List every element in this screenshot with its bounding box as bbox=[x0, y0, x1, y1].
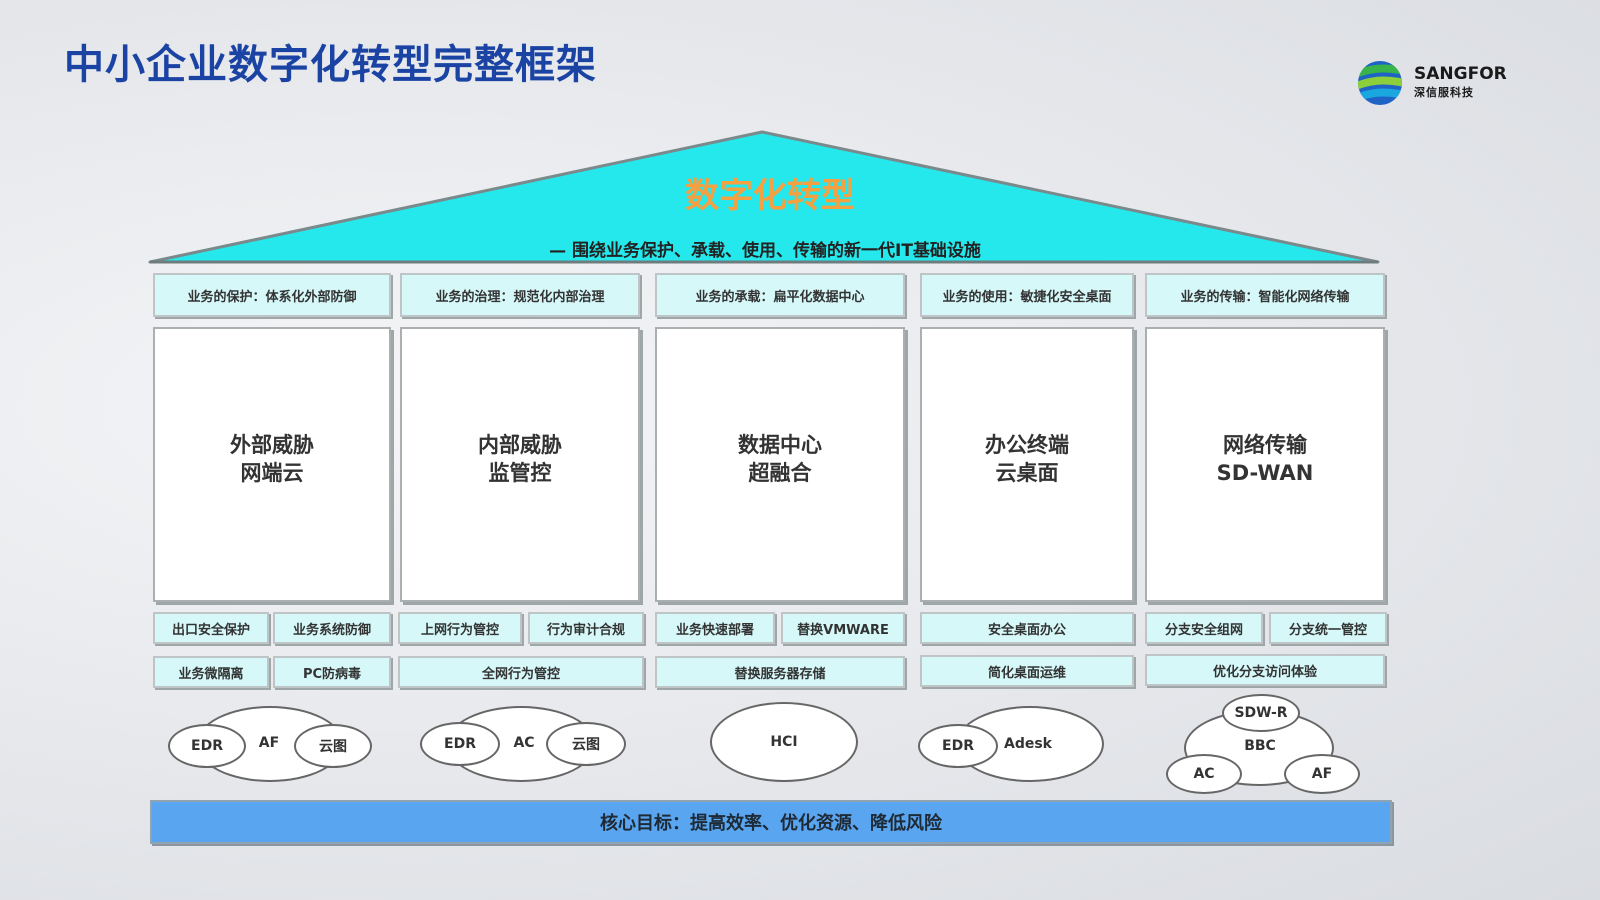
core-goal-bar: 核心目标：提高效率、优化资源、降低风险 bbox=[150, 800, 1392, 844]
feature-chip: 分支安全组网 bbox=[1145, 612, 1263, 644]
roof-title: 数字化转型 bbox=[685, 176, 855, 216]
pillar-line: 内部威胁 bbox=[478, 432, 562, 457]
feature-chip: 出口安全保护 bbox=[153, 612, 269, 644]
pillar-line: 数据中心 bbox=[738, 432, 822, 457]
product-bubble: SDW-R bbox=[1222, 694, 1300, 732]
pillar: 网络传输 SD-WAN bbox=[1145, 327, 1385, 602]
feature-chip: 业务系统防御 bbox=[273, 612, 391, 644]
pillar-line: 办公终端 bbox=[985, 432, 1069, 457]
pillar-line: 超融合 bbox=[748, 460, 812, 485]
feature-chip: 业务快速部署 bbox=[655, 612, 775, 644]
roof-subtitle: — 围绕业务保护、承载、使用、传输的新一代IT基础设施 bbox=[549, 241, 981, 261]
product-bubble: AC bbox=[1166, 754, 1242, 794]
feature-chip: 全网行为管控 bbox=[398, 656, 644, 688]
pillar: 外部威胁 网端云 bbox=[153, 327, 391, 602]
column-cap: 业务的治理：规范化内部治理 bbox=[400, 273, 640, 317]
pillar-line: SD-WAN bbox=[1216, 460, 1314, 485]
product-bubble: 云图 bbox=[546, 722, 626, 766]
column-cap: 业务的承载：扁平化数据中心 bbox=[655, 273, 905, 317]
product-label: AC bbox=[513, 735, 535, 751]
feature-chip: 优化分支访问体验 bbox=[1145, 654, 1385, 686]
product-bubble: EDR bbox=[168, 724, 246, 768]
product-label: Adesk bbox=[1004, 736, 1052, 752]
pillar: 数据中心 超融合 bbox=[655, 327, 905, 602]
product-bubble: HCI bbox=[710, 702, 858, 782]
feature-chip: 替换VMWARE bbox=[781, 612, 905, 644]
pillar: 内部威胁 监管控 bbox=[400, 327, 640, 602]
sangfor-logo-icon bbox=[1358, 61, 1402, 105]
logo-name: SANGFOR bbox=[1414, 64, 1507, 84]
page-title: 中小企业数字化转型完整框架 bbox=[64, 42, 597, 88]
roof-triangle bbox=[148, 130, 1380, 264]
product-label: BBC bbox=[1244, 738, 1276, 754]
logo-name-cn: 深信服科技 bbox=[1414, 86, 1474, 99]
product-bubble: EDR bbox=[420, 722, 500, 766]
column-cap: 业务的保护：体系化外部防御 bbox=[153, 273, 391, 317]
product-bubble: 云图 bbox=[294, 724, 372, 768]
product-bubble: EDR bbox=[918, 724, 998, 768]
feature-chip: 替换服务器存储 bbox=[655, 656, 905, 688]
feature-chip: 业务微隔离 bbox=[153, 656, 269, 688]
pillar-line: 网络传输 bbox=[1223, 432, 1307, 457]
column-cap: 业务的传输：智能化网络传输 bbox=[1145, 273, 1385, 317]
pillar-line: 外部威胁 bbox=[230, 432, 314, 457]
column-cap: 业务的使用：敏捷化安全桌面 bbox=[920, 273, 1134, 317]
feature-chip: 行为审计合规 bbox=[528, 612, 644, 644]
pillar: 办公终端 云桌面 bbox=[920, 327, 1134, 602]
product-label: AF bbox=[258, 735, 280, 751]
feature-chip: 分支统一管控 bbox=[1269, 612, 1387, 644]
feature-chip: 上网行为管控 bbox=[398, 612, 522, 644]
pillar-line: 监管控 bbox=[488, 460, 552, 485]
feature-chip: 安全桌面办公 bbox=[920, 612, 1134, 644]
feature-chip: PC防病毒 bbox=[273, 656, 391, 688]
pillar-line: 云桌面 bbox=[995, 460, 1059, 485]
feature-chip: 简化桌面运维 bbox=[920, 655, 1134, 687]
pillar-line: 网端云 bbox=[240, 460, 304, 485]
product-bubble: AF bbox=[1284, 754, 1360, 794]
